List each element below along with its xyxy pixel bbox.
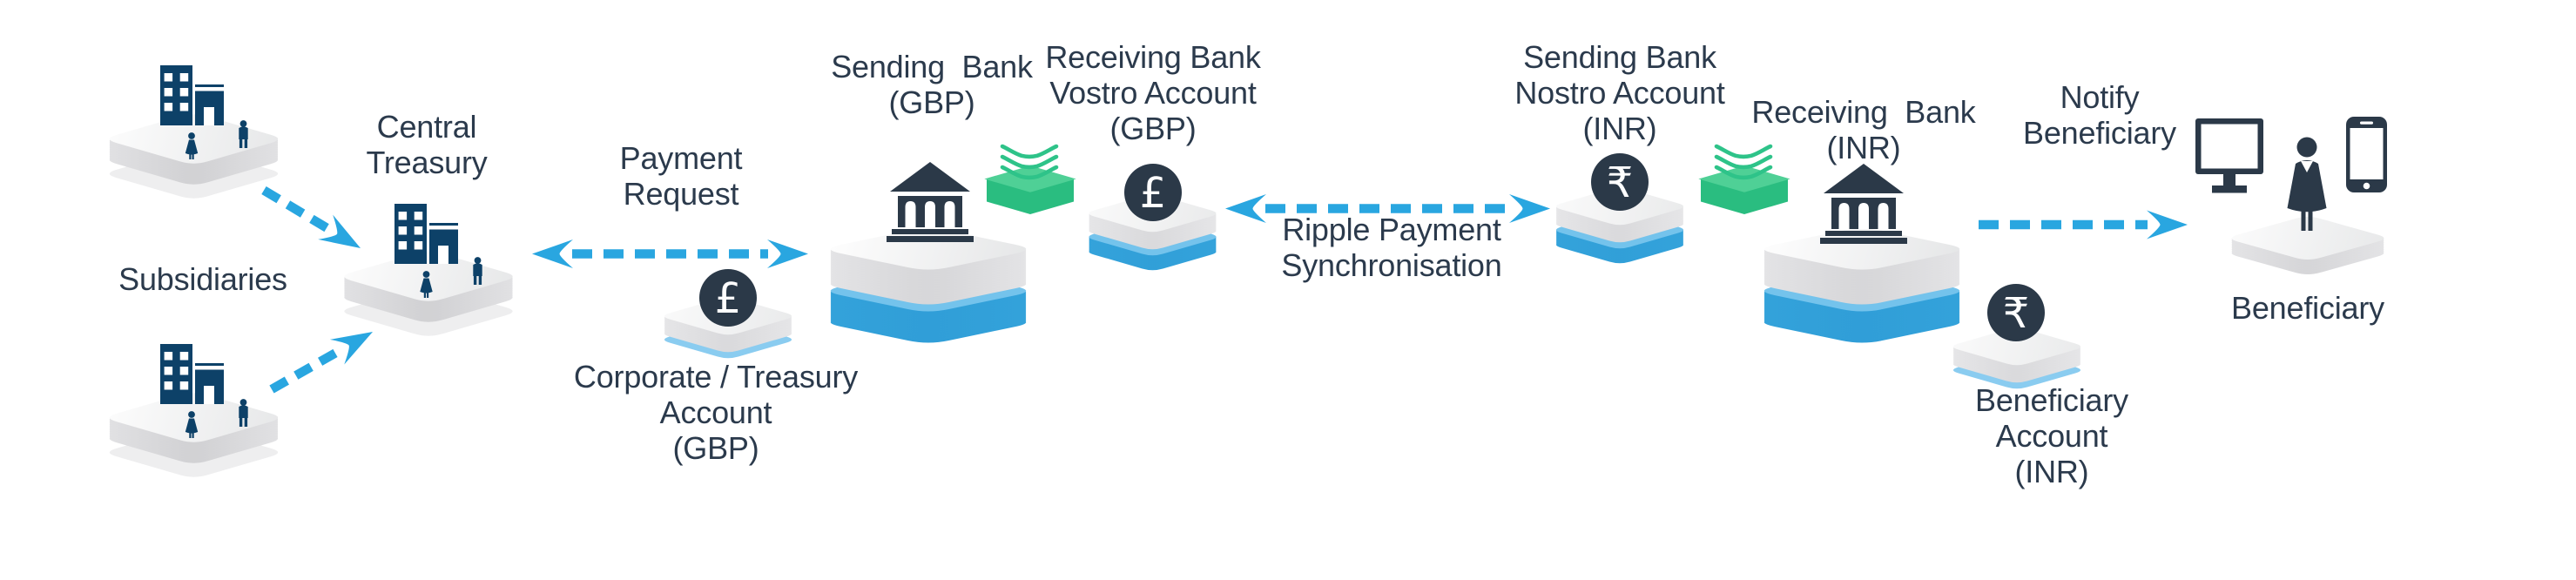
ripple-sync-label: Ripple Payment Synchronisation — [1281, 212, 1502, 283]
beneficiary-person-icon — [2287, 137, 2327, 231]
dashed-line — [261, 185, 330, 233]
subsidiary-bottom-arrow — [269, 319, 381, 394]
coin-circle — [1591, 153, 1649, 211]
nostro-account-label: Sending Bank Nostro Account (INR) — [1514, 39, 1725, 146]
notify-beneficiary-arrow — [1979, 210, 2188, 239]
subsidiary-bottom-building-icon — [160, 344, 224, 404]
arrowhead-icon — [2147, 210, 2188, 239]
subsidiary-bottom-node — [109, 344, 279, 477]
subsidiary-top-arrow — [261, 185, 368, 261]
gbp-coin-icon: £ — [699, 269, 757, 327]
gbp-coin-icon: £ — [1124, 164, 1182, 221]
receiving-bank-label: Receiving Bank (INR) — [1751, 94, 1976, 165]
coin-circle — [1987, 284, 2045, 341]
payment-request-label: Payment Request — [619, 140, 743, 212]
coin-circle — [699, 269, 757, 327]
coin-symbol: £ — [715, 274, 742, 323]
coin-symbol: ₹ — [1607, 158, 1634, 207]
central-treasury-label: Central Treasury — [366, 109, 488, 180]
arrowhead-right-icon — [767, 239, 808, 268]
arrowhead-left-icon — [532, 239, 573, 268]
payment-request-arrow — [532, 239, 808, 268]
corporate-treasury-account-node: £ — [664, 269, 792, 359]
vostro-account-node: £ — [1089, 164, 1216, 270]
sending-bank-label: Sending Bank (GBP) — [831, 49, 1033, 120]
dashed-line — [269, 347, 341, 394]
arrowhead-icon — [329, 319, 381, 365]
central-treasury-building-icon — [394, 204, 458, 264]
receiving-bank-node — [1764, 164, 1959, 343]
notify-beneficiary-label: Notify Beneficiary — [2023, 79, 2176, 151]
beneficiary-account-label: Beneficiary Account (INR) — [1975, 382, 2128, 489]
ripple-module-icon — [1700, 165, 1789, 215]
nostro-account-node: ₹ — [1556, 153, 1683, 263]
receiving-bank-icon — [1820, 164, 1907, 244]
inr-coin-icon: ₹ — [1591, 153, 1649, 211]
coin-symbol: £ — [1140, 169, 1167, 218]
coin-symbol: ₹ — [2003, 289, 2030, 338]
coin-circle — [1124, 164, 1182, 221]
inr-coin-icon: ₹ — [1987, 284, 2045, 341]
beneficiary-account-node: ₹ — [1952, 284, 2081, 389]
beneficiary-platform — [2232, 217, 2384, 274]
vostro-account-label: Receiving Bank Vostro Account (GBP) — [1045, 39, 1261, 146]
arrowhead-icon — [318, 214, 368, 261]
ripple-sync-arrow — [1225, 194, 1550, 223]
corporate-account-label: Corporate / Treasury Account (GBP) — [573, 359, 859, 466]
beneficiary-label: Beneficiary — [2231, 290, 2384, 326]
subsidiaries-label: Subsidiaries — [118, 261, 287, 297]
